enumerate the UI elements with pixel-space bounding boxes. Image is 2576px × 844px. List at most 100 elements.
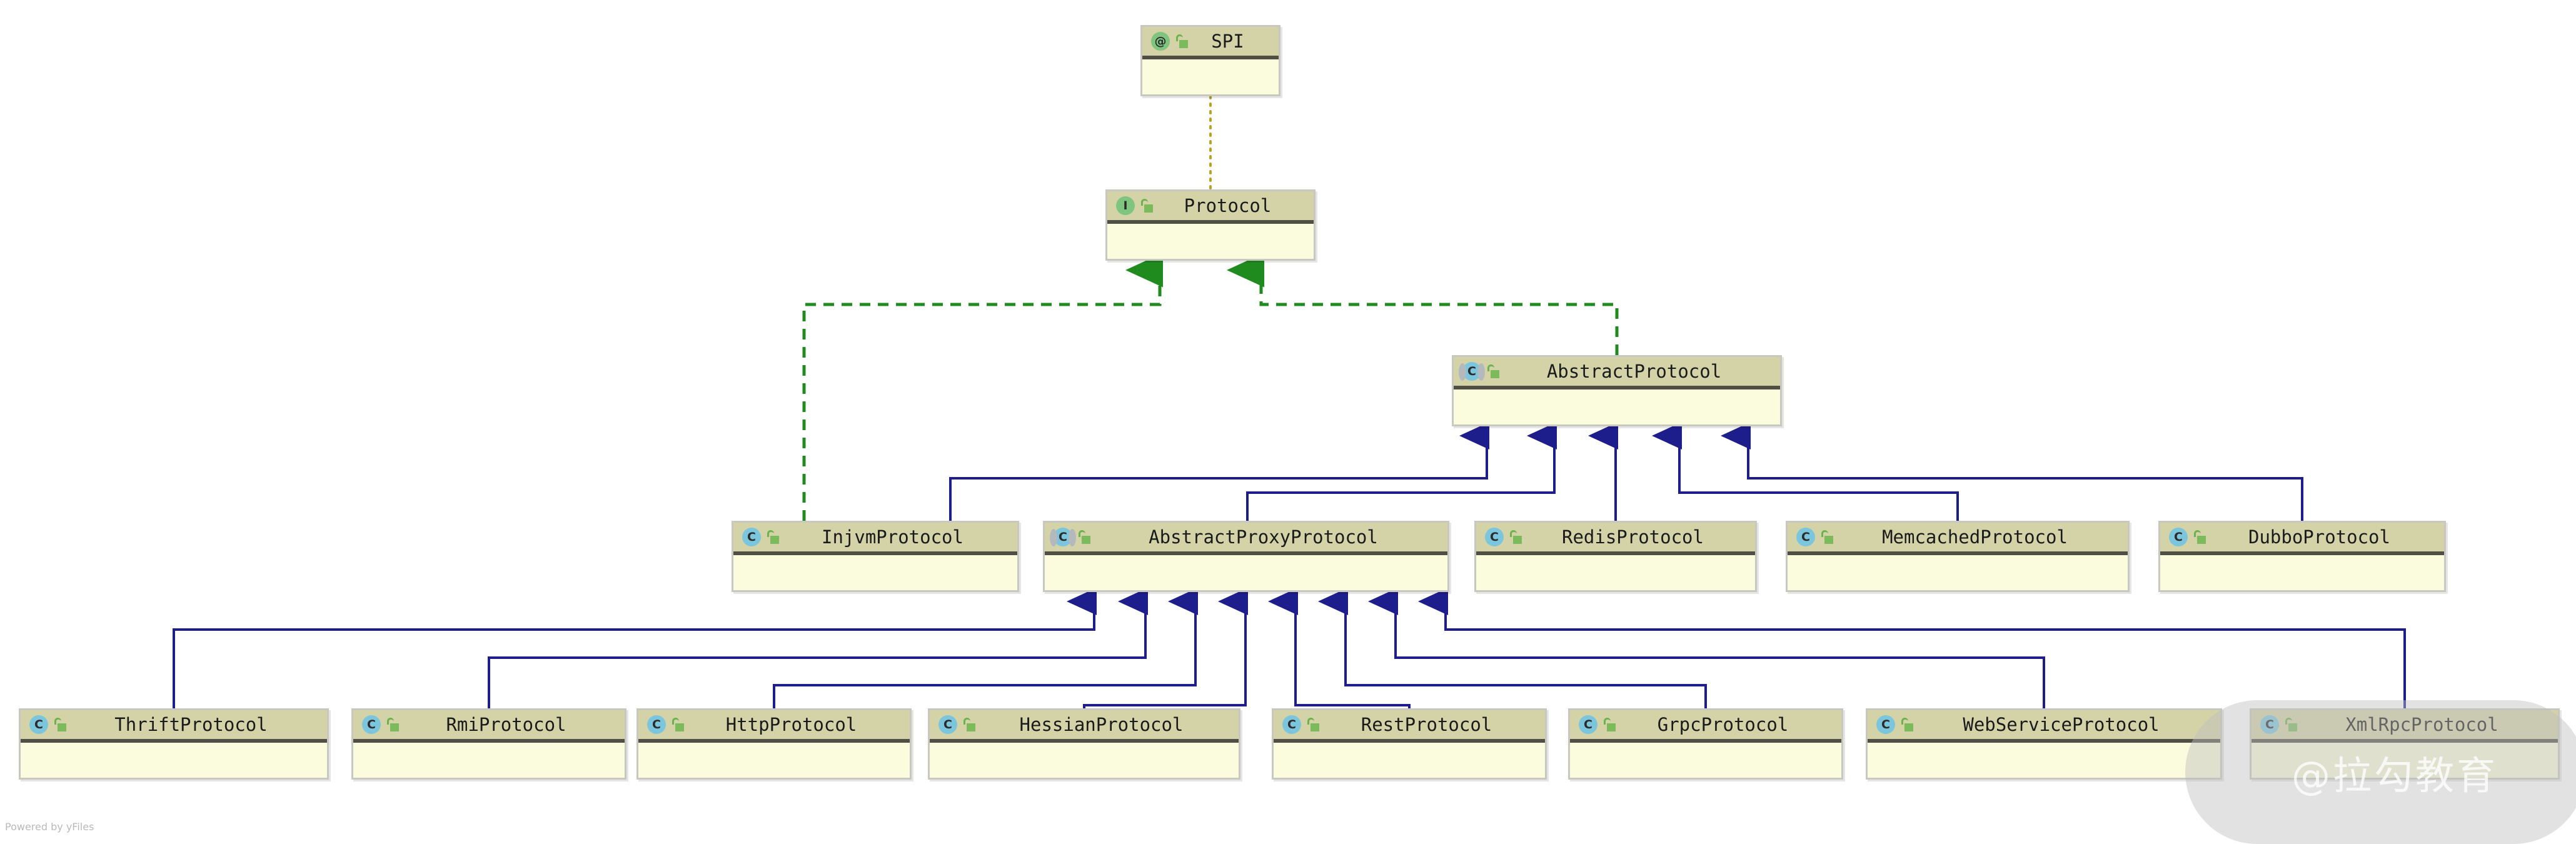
uml-node-header: C HessianProtocol bbox=[930, 710, 1239, 743]
unlock-shackle bbox=[1079, 530, 1085, 537]
uml-class-node-rmi-protocol[interactable]: C RmiProtocol bbox=[351, 708, 626, 780]
unlock-shackle bbox=[1821, 530, 1828, 537]
unlock-shackle bbox=[1487, 364, 1494, 371]
class-badge-icon: C bbox=[1485, 528, 1504, 546]
unlock-body bbox=[390, 723, 399, 731]
unlock-icon bbox=[2193, 530, 2206, 544]
class-badge-icon: C bbox=[2169, 528, 2188, 546]
uml-node-members bbox=[2160, 555, 2444, 590]
class-badge-icon: C bbox=[647, 715, 666, 734]
unlock-shackle bbox=[2194, 530, 2201, 537]
unlock-icon bbox=[767, 530, 779, 544]
uml-node-header: C GrpcProtocol bbox=[1570, 710, 1841, 743]
uml-class-node-spi[interactable]: @ SPI bbox=[1140, 25, 1280, 96]
unlock-icon bbox=[1901, 718, 1913, 731]
class-badge-icon: C bbox=[742, 528, 761, 546]
unlock-body bbox=[1082, 536, 1090, 544]
unlock-icon bbox=[1509, 530, 1522, 544]
unlock-shackle bbox=[1307, 718, 1314, 725]
abstract-class-badge-icon: C bbox=[1459, 362, 1485, 381]
edges-to-abstract-proxy-protocol bbox=[173, 588, 2406, 708]
unlock-shackle bbox=[1176, 34, 1183, 41]
annotation-badge-icon: @ bbox=[1151, 32, 1170, 51]
unlock-shackle bbox=[1510, 530, 1517, 537]
uml-class-node-grpc-protocol[interactable]: C GrpcProtocol bbox=[1568, 708, 1843, 780]
unlock-body bbox=[1607, 723, 1616, 731]
uml-class-node-abstract-proxy[interactable]: C AbstractProxyProtocol bbox=[1043, 521, 1449, 592]
uml-node-header: C WebServiceProtocol bbox=[1868, 710, 2220, 743]
uml-node-header: C RmiProtocol bbox=[353, 710, 625, 743]
unlock-body bbox=[770, 536, 779, 544]
unlock-shackle bbox=[54, 718, 61, 725]
uml-node-title: SPI bbox=[1211, 31, 1244, 52]
uml-node-title: RmiProtocol bbox=[446, 714, 566, 735]
abstract-marker-left bbox=[1050, 529, 1057, 546]
uml-node-title: GrpcProtocol bbox=[1657, 714, 1789, 735]
uml-node-title: HessianProtocol bbox=[1019, 714, 1184, 735]
uml-node-title: AbstractProxyProtocol bbox=[1149, 526, 1378, 548]
unlock-shackle bbox=[1141, 199, 1148, 206]
uml-class-node-redis-protocol[interactable]: C RedisProtocol bbox=[1474, 521, 1757, 592]
uml-node-members bbox=[1454, 389, 1780, 425]
interface-badge-icon: I bbox=[1116, 196, 1135, 215]
edge-abstractprotocol-realizes-protocol bbox=[1227, 253, 1619, 355]
uml-node-title: RedisProtocol bbox=[1562, 526, 1704, 548]
class-badge-icon: C bbox=[1579, 715, 1597, 734]
uml-node-title: XmlRpcProtocol bbox=[2345, 714, 2498, 735]
uml-node-members bbox=[1107, 224, 1314, 259]
unlock-icon bbox=[2285, 718, 2297, 731]
uml-node-title: WebServiceProtocol bbox=[1963, 714, 2160, 735]
uml-node-members bbox=[1045, 555, 1447, 590]
unlock-icon bbox=[1078, 530, 1090, 544]
uml-class-node-hessian-protocol[interactable]: C HessianProtocol bbox=[928, 708, 1240, 780]
class-badge-icon: C bbox=[938, 715, 957, 734]
class-badge-icon: C bbox=[29, 715, 48, 734]
uml-node-members bbox=[1570, 743, 1841, 778]
unlock-icon bbox=[386, 718, 399, 731]
uml-class-node-webservice-protocol[interactable]: C WebServiceProtocol bbox=[1866, 708, 2222, 780]
unlock-body bbox=[1513, 536, 1522, 544]
unlock-body bbox=[1904, 723, 1913, 731]
unlock-icon bbox=[1487, 364, 1499, 378]
uml-node-members bbox=[21, 743, 327, 778]
class-badge-icon: C bbox=[362, 715, 381, 734]
unlock-icon bbox=[1175, 34, 1188, 48]
uml-node-members bbox=[1476, 555, 1755, 590]
unlock-icon bbox=[1140, 199, 1153, 213]
unlock-body bbox=[2288, 723, 2297, 731]
unlock-shackle bbox=[672, 718, 679, 725]
uml-node-members bbox=[638, 743, 910, 778]
class-badge-icon: C bbox=[1876, 715, 1895, 734]
unlock-icon bbox=[1821, 530, 1833, 544]
unlock-shackle bbox=[1901, 718, 1908, 725]
uml-node-members bbox=[1274, 743, 1545, 778]
uml-node-members bbox=[1142, 59, 1279, 94]
uml-node-members bbox=[1868, 743, 2220, 778]
abstract-class-badge-icon: C bbox=[1050, 528, 1076, 546]
abstract-marker-right bbox=[1069, 529, 1076, 546]
unlock-icon bbox=[1603, 718, 1616, 731]
unlock-icon bbox=[672, 718, 684, 731]
uml-node-members bbox=[930, 743, 1239, 778]
class-badge-icon: C bbox=[1282, 715, 1301, 734]
unlock-body bbox=[1491, 370, 1499, 378]
unlock-shackle bbox=[1604, 718, 1611, 725]
